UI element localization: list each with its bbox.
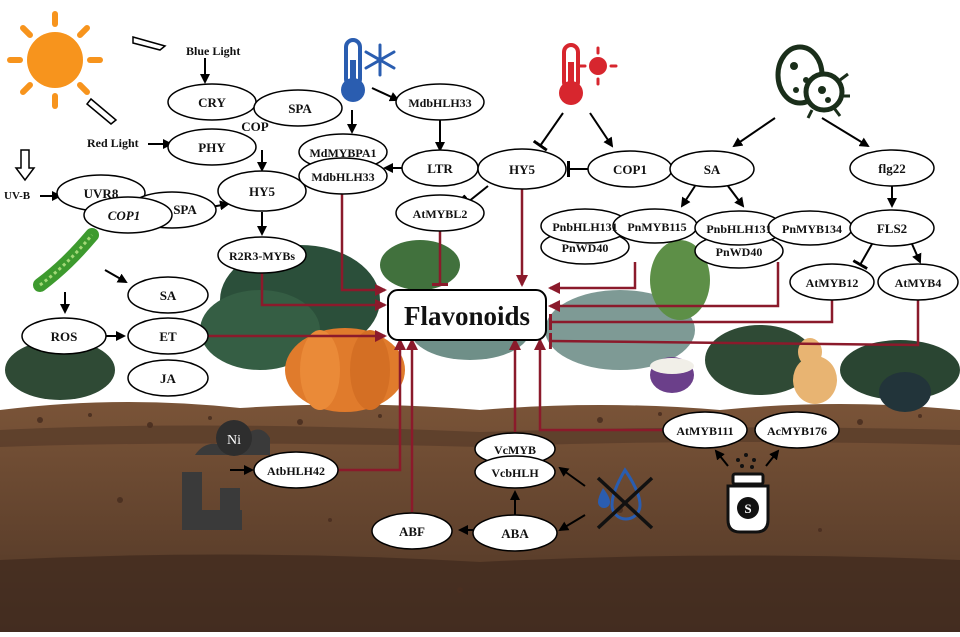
node-phy [167, 128, 257, 166]
label-pnmyb115: PnMYB115 [627, 220, 686, 234]
drought-icon [596, 467, 654, 530]
label-pnwd40-a: PnWD40 [562, 241, 609, 255]
node-acmyb176 [754, 411, 840, 449]
label-r2r3: R2R3-MYBs [229, 249, 295, 263]
label-atmyb12: AtMYB12 [806, 276, 859, 290]
node-sa-mid [669, 150, 755, 188]
label-ltr: LTR [427, 161, 453, 176]
heat-thermometer-icon [559, 43, 618, 105]
activation-connections [208, 186, 920, 512]
salt-letter: S [744, 501, 751, 516]
label-atmyb4: AtMYB4 [895, 276, 942, 290]
red-light-label: Red Light [87, 136, 139, 150]
label-acmyb176: AcMYB176 [767, 424, 827, 438]
label-mdbhlh33-top: MdbHLH33 [408, 96, 471, 110]
label-sa-mid: SA [704, 162, 721, 177]
label-hy5-mid: HY5 [509, 162, 536, 177]
label-cop1-left: COP1 [108, 208, 141, 223]
label-vcbhlh: VcbHLH [491, 466, 539, 480]
label-mdmybpa1: MdMYBPA1 [309, 146, 376, 160]
microbe-icon [775, 44, 850, 119]
label-flg22: flg22 [878, 161, 905, 176]
node-vcbhlh [474, 455, 556, 489]
label-mdbhlh33-mid: MdbHLH33 [311, 170, 374, 184]
label-vcmyb: VcMYB [494, 443, 536, 457]
node-sa-left [127, 276, 209, 314]
uvb-label: UV-B [4, 190, 31, 202]
blue-light-label: Blue Light [186, 44, 240, 58]
label-et: ET [159, 329, 177, 344]
cold-thermometer-icon [341, 38, 396, 102]
node-atmyb111 [662, 411, 748, 449]
factory-icon: Ni [182, 420, 270, 530]
label-phy: PHY [198, 140, 226, 155]
node-abf [371, 512, 453, 550]
label-fls2: FLS2 [877, 221, 907, 236]
flavonoids-label: Flavonoids [404, 301, 530, 331]
label-atmyb111: AtMYB111 [676, 424, 733, 438]
label-cop: COP [241, 119, 269, 134]
node-hy5-mid [477, 148, 567, 190]
node-mdbhlh33-top [395, 83, 485, 121]
label-pnmyb134: PnMYB134 [782, 222, 842, 236]
light-stimuli: Blue Light Red Light UV-B [4, 36, 240, 202]
node-hy5-left [217, 170, 307, 212]
node-atmyb4 [877, 263, 959, 301]
node-atbhlh42 [253, 451, 339, 489]
node-aba [472, 514, 558, 552]
node-cop1-left [83, 196, 173, 234]
node-flg22 [849, 149, 935, 187]
label-cry: CRY [198, 95, 226, 110]
label-aba: ABA [501, 526, 529, 541]
label-cop1-mid: COP1 [613, 162, 647, 177]
label-ja: JA [160, 371, 177, 386]
node-atmybl2 [395, 194, 485, 232]
label-atbhlh42: AtbHLH42 [267, 464, 325, 478]
label-uvr8: UVR8 [84, 186, 119, 201]
label-pnbhlh131-b: PnbHLH131 [706, 222, 771, 236]
label-abf: ABF [399, 524, 425, 539]
squash [793, 356, 837, 404]
node-fls2 [849, 209, 935, 247]
label-hy5-left: HY5 [249, 184, 276, 199]
node-r2r3 [217, 236, 307, 274]
label-sa-left: SA [160, 288, 177, 303]
label-spa-left: SPA [173, 202, 197, 217]
node-ros [21, 317, 107, 355]
algae-icon [33, 228, 99, 292]
label-spa-top: SPA [288, 101, 312, 116]
node-et [127, 317, 209, 355]
node-ja [127, 359, 209, 397]
sun-icon [7, 11, 103, 109]
label-ros: ROS [51, 329, 78, 344]
node-spa-top [253, 89, 343, 127]
label-atmybl2: AtMYBL2 [413, 207, 468, 221]
salt-shaker-icon: S [726, 453, 770, 534]
node-mdbhlh33-mid [298, 157, 388, 195]
label-pnwd40-b: PnWD40 [716, 245, 763, 259]
black-connections [40, 58, 922, 535]
nickel-label: Ni [227, 433, 241, 448]
flavonoids-box [387, 289, 547, 341]
label-pnbhlh131-a: PnbHLH131 [552, 220, 617, 234]
node-atmyb12 [789, 263, 875, 301]
